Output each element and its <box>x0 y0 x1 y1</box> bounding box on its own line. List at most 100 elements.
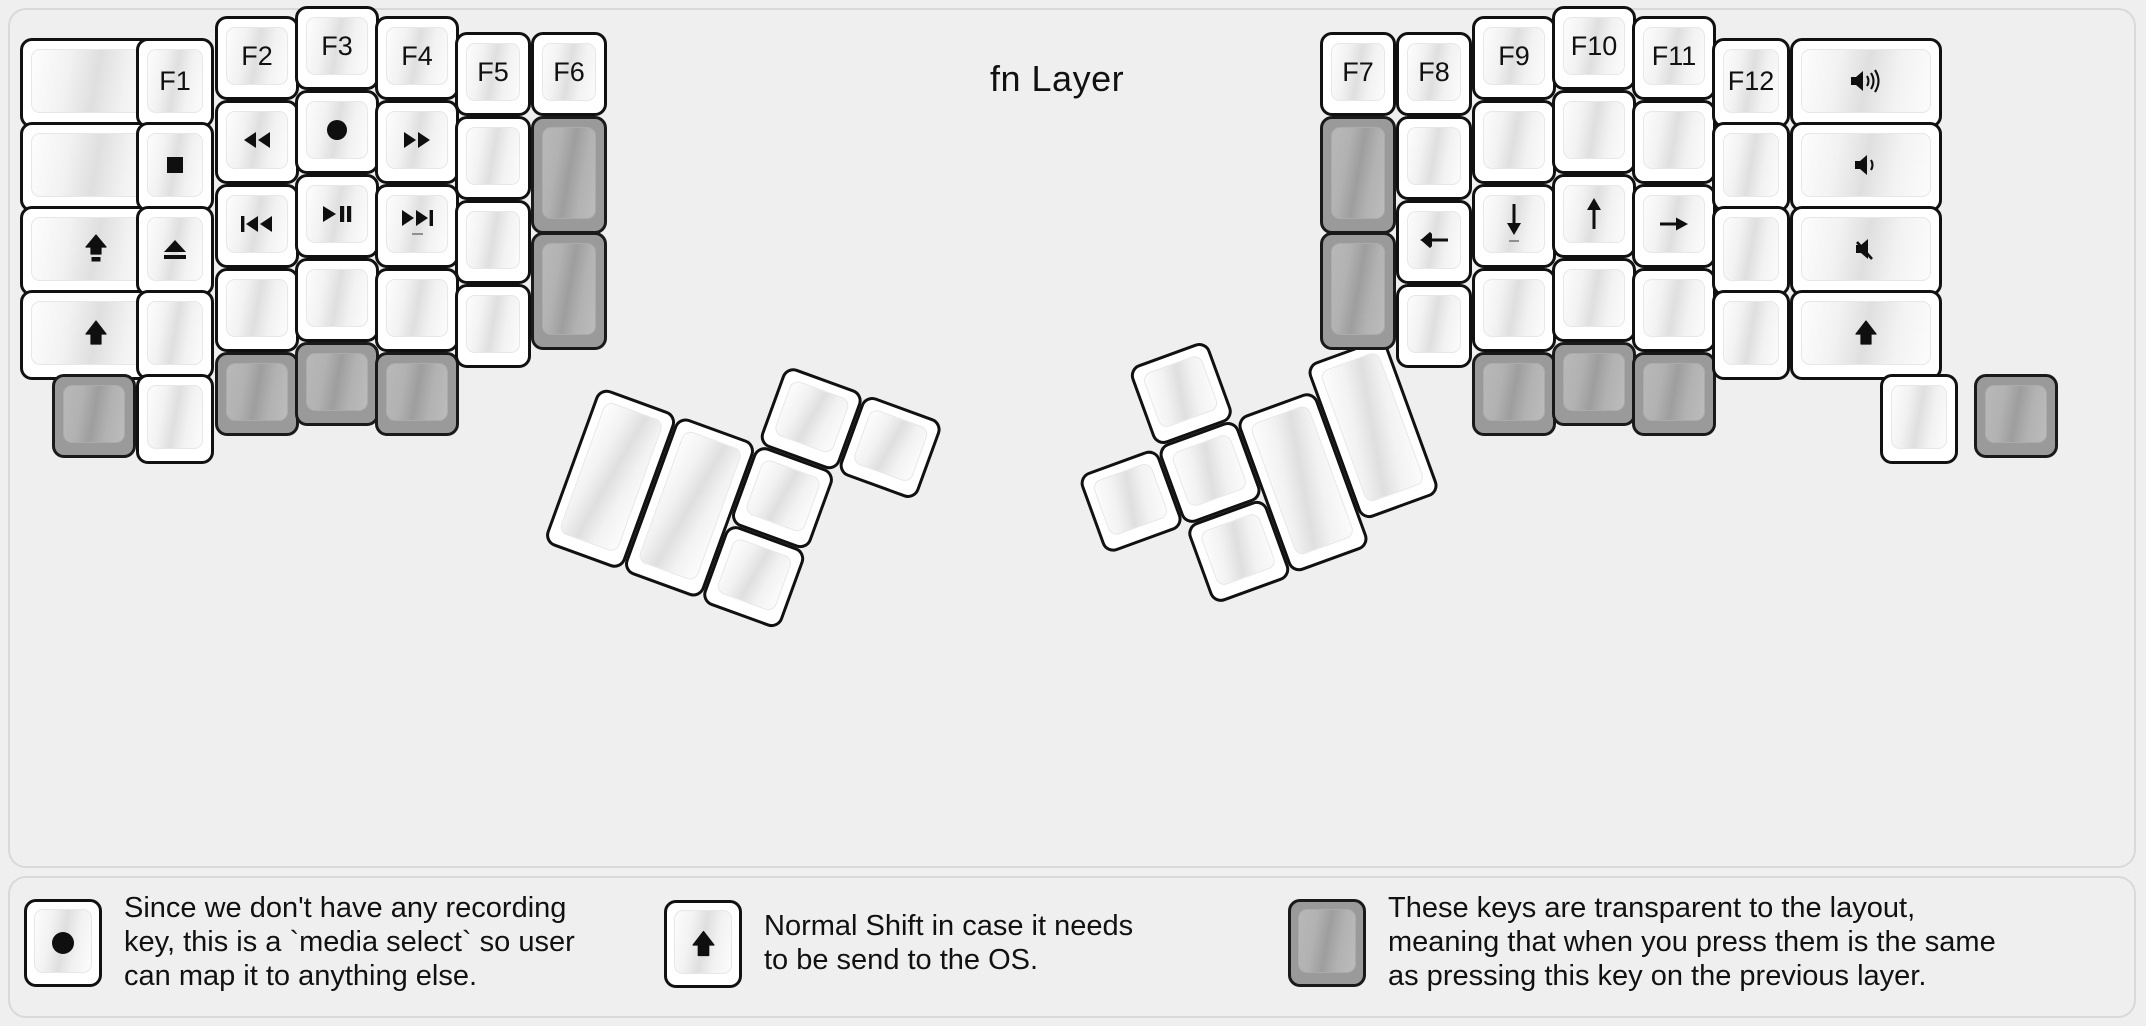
shift-icon <box>85 320 107 345</box>
left-key-media-ffwd[interactable] <box>375 100 459 184</box>
left-key-c6-r4[interactable] <box>455 284 531 368</box>
right-key-f10col-transparent[interactable] <box>1552 342 1636 426</box>
right-key-f11col-r4[interactable] <box>1632 268 1716 352</box>
keycap-surface <box>1891 385 1947 449</box>
left-key-c4-transparent[interactable] <box>295 342 379 426</box>
keycap-surface <box>1331 43 1385 101</box>
volume-down-icon <box>1855 155 1874 175</box>
right-key-f10-label: F10 <box>1570 30 1618 61</box>
right-key-f11col-transparent[interactable] <box>1632 352 1716 436</box>
media-eject-icon <box>164 240 186 259</box>
right-key-arrow-left[interactable] <box>1396 200 1472 284</box>
keycap-surface <box>1563 269 1625 327</box>
keycap-surface <box>63 385 125 443</box>
left-key-shift[interactable] <box>20 290 172 380</box>
left-key-c7-transparent-tall-2[interactable] <box>531 232 607 350</box>
left-key-media-rewind[interactable] <box>215 100 299 184</box>
legend-item-3-text: These keys are transparent to the layout… <box>1388 892 1996 992</box>
right-key-arrow-up[interactable] <box>1552 174 1636 258</box>
keycap-surface <box>1331 243 1385 335</box>
legend-swatch-transparent <box>1288 898 1366 987</box>
keycap-surface <box>306 353 368 411</box>
right-key-f9col-transparent[interactable] <box>1472 352 1556 436</box>
keycap-surface <box>1298 908 1356 973</box>
legend-item-2-text: Normal Shift in case it needs to be send… <box>764 910 1134 976</box>
left-key-c3-r4[interactable] <box>215 268 299 352</box>
left-key-c6-r3[interactable] <box>455 200 531 284</box>
right-key-volume-up[interactable] <box>1790 38 1942 128</box>
keycap-surface <box>1483 363 1545 421</box>
right-key-f11-label: F11 <box>1651 40 1697 71</box>
right-key-f9-label: F9 <box>1498 40 1530 71</box>
right-key-f7col-transparent-tall-1[interactable] <box>1320 116 1396 234</box>
left-key-f2[interactable]: F2 <box>215 16 299 100</box>
keycap-surface <box>226 27 288 85</box>
left-key-f5[interactable]: F5 <box>455 32 531 116</box>
keycap-surface <box>147 217 203 281</box>
right-key-f10col-r4[interactable] <box>1552 258 1636 342</box>
legend-plate <box>8 876 2136 1018</box>
right-key-f7col-transparent-tall-2[interactable] <box>1320 232 1396 350</box>
left-key-f4[interactable]: F4 <box>375 16 459 100</box>
left-key-c4-r4[interactable] <box>295 258 379 342</box>
left-key-c5-r4[interactable] <box>375 268 459 352</box>
keycap-surface <box>1331 127 1385 219</box>
left-key-c7-transparent-tall-1[interactable] <box>531 116 607 234</box>
right-key-f10[interactable]: F10 <box>1552 6 1636 90</box>
left-key-f6[interactable]: F6 <box>531 32 607 116</box>
left-key-c3-transparent[interactable] <box>215 352 299 436</box>
left-key-f1[interactable]: F1 <box>136 38 214 128</box>
right-key-f12col-r4[interactable] <box>1712 290 1790 380</box>
keycap-surface <box>386 111 448 169</box>
right-key-arrow-right[interactable] <box>1632 184 1716 268</box>
right-key-f8col-r2[interactable] <box>1396 116 1472 200</box>
right-key-shift[interactable] <box>1790 290 1942 380</box>
right-key-f9[interactable]: F9 <box>1472 16 1556 100</box>
keycap-surface <box>386 27 448 85</box>
legend-item-3: These keys are transparent to the layout… <box>1288 892 1996 994</box>
right-key-volume-mute[interactable] <box>1790 206 1942 296</box>
right-key-f12[interactable]: F12 <box>1712 38 1790 128</box>
right-key-f11col-r2[interactable] <box>1632 100 1716 184</box>
left-key-media-next[interactable] <box>375 184 459 268</box>
right-key-f9col-r4[interactable] <box>1472 268 1556 352</box>
shift-icon <box>1855 320 1877 345</box>
keycap-surface <box>1483 279 1545 337</box>
left-key-media-eject[interactable] <box>136 206 214 296</box>
right-key-f8col-r4[interactable] <box>1396 284 1472 368</box>
left-key-outer-transparent[interactable] <box>52 374 136 458</box>
right-key-f12col-r3[interactable] <box>1712 206 1790 296</box>
left-key-c5-transparent[interactable] <box>375 352 459 436</box>
legend-item-1: Since we don't have any recording key, t… <box>24 892 575 994</box>
left-key-c2-r4[interactable] <box>136 290 214 380</box>
right-key-f9col-r2[interactable] <box>1472 100 1556 184</box>
left-key-media-prev[interactable] <box>215 184 299 268</box>
media-previous-track-icon <box>241 216 272 232</box>
right-key-f11[interactable]: F11 <box>1632 16 1716 100</box>
media-record-icon <box>52 931 74 954</box>
right-key-c6-r5[interactable] <box>1880 374 1958 464</box>
volume-up-icon <box>1851 69 1880 93</box>
right-key-f8[interactable]: F8 <box>1396 32 1472 116</box>
left-key-f3[interactable]: F3 <box>295 6 379 90</box>
media-next-track-icon <box>402 210 433 235</box>
left-key-f1-label: F1 <box>159 65 191 96</box>
right-key-f12col-r2[interactable] <box>1712 122 1790 212</box>
keycap-surface <box>1643 363 1705 421</box>
left-key-c2-r5[interactable] <box>136 374 214 464</box>
right-key-f10col-r2[interactable] <box>1552 90 1636 174</box>
right-key-f7[interactable]: F7 <box>1320 32 1396 116</box>
left-key-outer-r1[interactable] <box>20 38 172 128</box>
right-key-volume-down[interactable] <box>1790 122 1942 212</box>
keycap-surface <box>1407 43 1461 101</box>
left-key-media-play-pause[interactable] <box>295 174 379 258</box>
right-key-arrow-down[interactable] <box>1472 184 1556 268</box>
left-key-media-stop[interactable] <box>136 122 214 212</box>
right-key-outer-transparent[interactable] <box>1974 374 2058 458</box>
keycap-surface <box>1407 295 1461 353</box>
left-key-capslock[interactable] <box>20 206 172 296</box>
media-fast-forward-icon <box>404 132 430 148</box>
right-key-f7-label: F7 <box>1342 56 1374 87</box>
left-key-c6-r2[interactable] <box>455 116 531 200</box>
left-key-media-record[interactable] <box>295 90 379 174</box>
